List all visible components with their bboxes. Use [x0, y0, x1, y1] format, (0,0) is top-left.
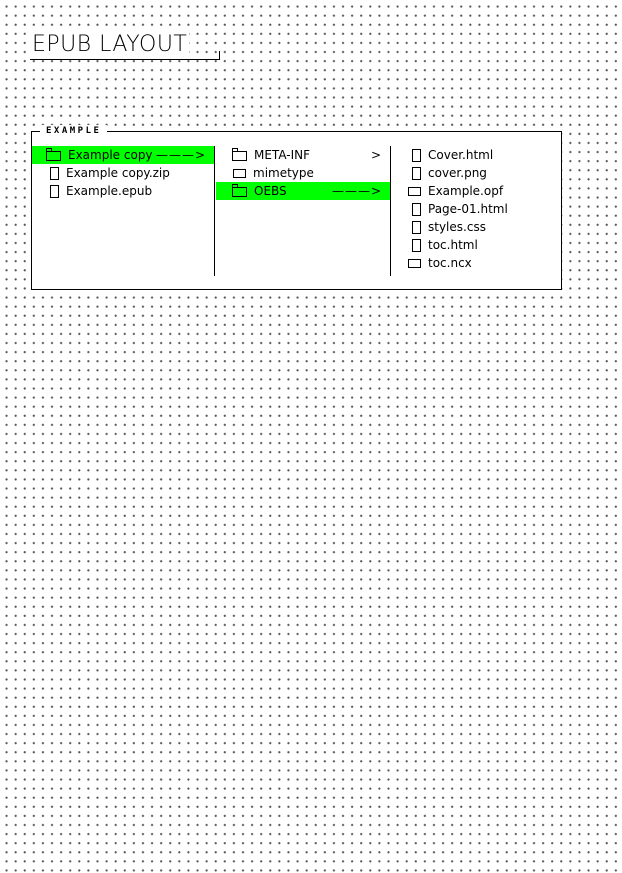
list-item-styles-css[interactable]: styles.css [392, 218, 562, 236]
column-3: Cover.html cover.png Example.opf Page-01… [392, 146, 562, 276]
file-icon [50, 166, 59, 180]
list-item-toc-html[interactable]: toc.html [392, 236, 562, 254]
list-item-label: OEBS [254, 184, 287, 198]
list-item-mimetype[interactable]: mimetype [216, 164, 390, 182]
file-icon [408, 258, 421, 268]
title-block: EPUB LAYOUT [30, 30, 220, 60]
file-icon [233, 168, 246, 178]
list-item-toc-ncx[interactable]: toc.ncx [392, 254, 562, 272]
column-1: Example copy ———> Example copy.zip Examp… [32, 146, 215, 276]
list-item-oebs[interactable]: OEBS ———> [216, 182, 390, 200]
list-item-label: Example copy [68, 148, 153, 162]
list-item-page-01-html[interactable]: Page-01.html [392, 200, 562, 218]
list-item-label: Example.opf [428, 184, 504, 198]
file-icon [408, 186, 421, 196]
list-item-example-opf[interactable]: Example.opf [392, 182, 562, 200]
folder-icon [45, 148, 61, 161]
list-item-label: toc.ncx [428, 256, 472, 270]
file-icon [412, 166, 421, 180]
list-item-label: styles.css [428, 220, 486, 234]
arrow-right-icon: ———> [331, 184, 382, 198]
column-2: META-INF > mimetype OEBS ———> [216, 146, 391, 276]
example-panel-label: EXAMPLE [40, 125, 108, 137]
list-item-label: Example copy.zip [66, 166, 170, 180]
folder-icon [231, 148, 247, 161]
list-item-example-copy-zip[interactable]: Example copy.zip [32, 164, 214, 182]
list-item-label: META-INF [254, 148, 311, 162]
folder-icon [231, 184, 247, 197]
file-icon [412, 148, 421, 162]
list-item-example-epub[interactable]: Example.epub [32, 182, 214, 200]
page-title: EPUB LAYOUT [30, 32, 190, 57]
list-item-cover-png[interactable]: cover.png [392, 164, 562, 182]
list-item-label: Example.epub [66, 184, 153, 198]
file-icon [412, 202, 421, 216]
file-icon [412, 238, 421, 252]
file-icon [412, 220, 421, 234]
example-panel: EXAMPLE Example copy ———> Example copy.z… [31, 125, 562, 290]
list-item-label: mimetype [253, 166, 314, 180]
list-item-label: toc.html [428, 238, 478, 252]
list-item-label: cover.png [428, 166, 487, 180]
title-underline [30, 51, 220, 60]
file-icon [50, 184, 59, 198]
chevron-right-icon: > [370, 148, 382, 162]
list-item-example-copy[interactable]: Example copy ———> [32, 146, 214, 164]
list-item-label: Page-01.html [428, 202, 508, 216]
list-item-cover-html[interactable]: Cover.html [392, 146, 562, 164]
list-item-meta-inf[interactable]: META-INF > [216, 146, 390, 164]
arrow-right-icon: ———> [155, 148, 206, 162]
list-item-label: Cover.html [428, 148, 494, 162]
